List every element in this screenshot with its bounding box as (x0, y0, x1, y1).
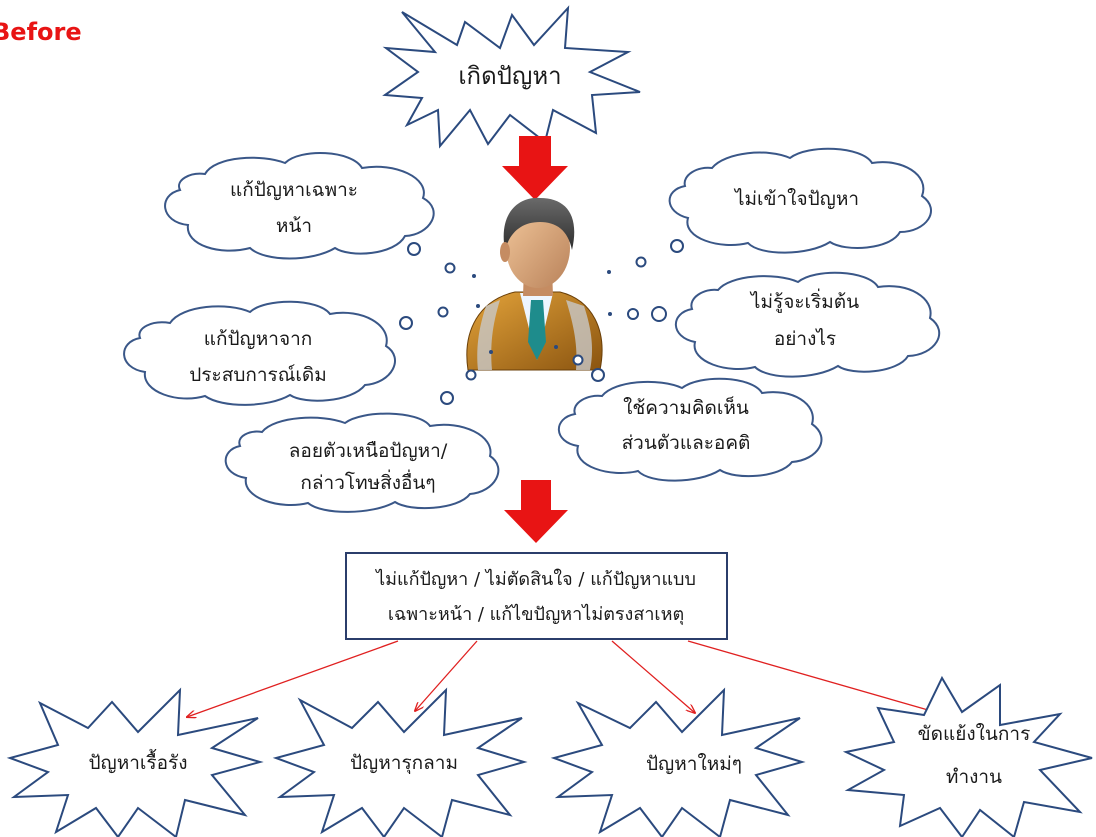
thought-right-3-line-2: ส่วนตัวและอคติ (622, 432, 751, 454)
thought-cloud-right-1: ไม่เข้าใจปัญหา (668, 147, 932, 254)
connector-arrows (187, 640, 942, 717)
thought-cloud-left-2: แก้ปัญหาจาก ประสบการณ์เดิม (123, 300, 396, 406)
page-title: Before (0, 18, 82, 46)
thought-left-3-line-1: ลอยตัวเหนือปัญหา/ (289, 440, 448, 462)
thought-left-2-line-2: ประสบการณ์เดิม (189, 364, 327, 386)
result-box: ไม่แก้ปัญหา / ไม่ตัดสินใจ / แก้ปัญหาแบบ … (345, 552, 728, 640)
person-icon (466, 197, 603, 371)
top-burst-label: เกิดปัญหา (458, 62, 561, 90)
thought-right-1-line-1: ไม่เข้าใจปัญหา (733, 188, 859, 210)
result-box-line-2: เฉพาะหน้า / แก้ไขปัญหาไม่ตรงสาเหตุ (388, 603, 684, 625)
outcome-4-line-2: ทำงาน (946, 766, 1002, 788)
top-burst: เกิดปัญหา (382, 5, 641, 149)
outcome-2-label: ปัญหารุกลาม (350, 752, 458, 775)
thought-left-1-line-2: หน้า (276, 215, 312, 237)
outcome-burst-2: ปัญหารุกลาม (272, 687, 528, 837)
thought-cloud-left-1: แก้ปัญหาเฉพาะ หน้า (164, 152, 435, 260)
thought-right-3-line-1: ใช้ความคิดเห็น (623, 395, 749, 419)
thought-left-2-line-1: แก้ปัญหาจาก (204, 328, 313, 350)
result-box-line-1: ไม่แก้ปัญหา / ไม่ตัดสินใจ / แก้ปัญหาแบบ (374, 568, 696, 590)
thought-bubbles (399, 239, 684, 405)
thought-cloud-right-2: ไม่รู้จะเริ่มต้น อย่างไร (674, 271, 941, 378)
outcome-burst-4: ขัดแย้งในการ ทำงาน (842, 675, 1093, 837)
outcome-3-label: ปัญหาใหม่ๆ (646, 753, 742, 775)
outcome-burst-1: ปัญหาเรื้อรัง (6, 687, 264, 837)
outcome-4-line-1: ขัดแย้งในการ (918, 723, 1031, 745)
down-arrow-top (502, 136, 568, 200)
thought-right-2-line-2: อย่างไร (774, 328, 836, 350)
outcome-1-label: ปัญหาเรื้อรัง (88, 749, 187, 774)
thought-right-2-line-1: ไม่รู้จะเริ่มต้น (749, 288, 859, 313)
down-arrow-bottom (504, 480, 568, 543)
thought-cloud-left-3: ลอยตัวเหนือปัญหา/ กล่าวโทษสิ่งอื่นๆ (224, 412, 500, 513)
outcome-burst-3: ปัญหาใหม่ๆ (550, 687, 806, 837)
thought-left-1-line-1: แก้ปัญหาเฉพาะ (230, 179, 358, 201)
thought-left-3-line-2: กล่าวโทษสิ่งอื่นๆ (300, 469, 435, 494)
thought-cloud-right-3: ใช้ความคิดเห็น ส่วนตัวและอคติ (557, 377, 823, 482)
